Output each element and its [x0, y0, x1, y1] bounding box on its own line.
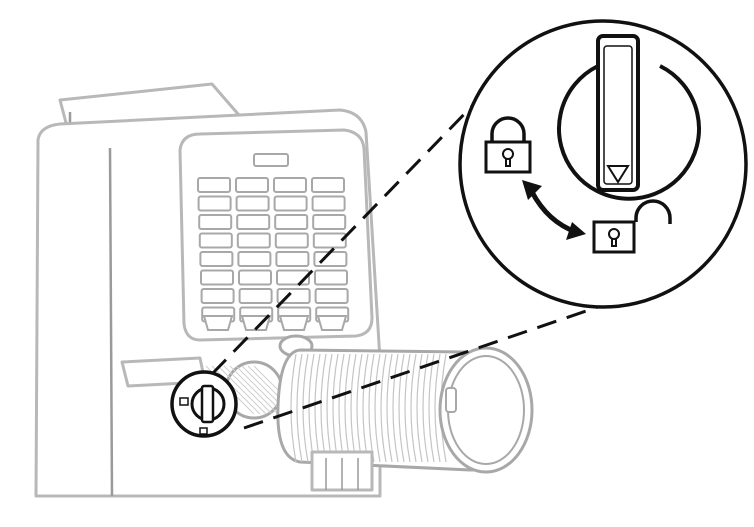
hose-rib [416, 353, 423, 463]
grille-cell [311, 177, 345, 193]
grille-cell [197, 177, 231, 193]
louver [316, 315, 348, 331]
window-lock-knob [170, 370, 238, 438]
grille-cell [311, 195, 346, 212]
hose-rib [398, 353, 405, 463]
hose-latch [445, 387, 457, 413]
callout-line-top [210, 98, 480, 376]
grille-cell [314, 288, 349, 304]
hose-rib [374, 353, 381, 463]
hose-rib [386, 353, 393, 463]
hose-rib [392, 353, 399, 463]
grille-cell [273, 195, 308, 212]
grille-cell [200, 269, 234, 286]
grille-cell [236, 232, 271, 249]
grille-cell [314, 269, 348, 286]
zoom-callout [458, 19, 748, 309]
exhaust-hose [205, 334, 534, 492]
knob-grip [200, 384, 215, 424]
callout-line-bottom [243, 294, 631, 430]
grille-cell [198, 232, 233, 249]
grille-cell [237, 251, 272, 267]
grille-cell [199, 251, 234, 267]
louver [202, 315, 234, 331]
mini-lock-open-icon [199, 427, 208, 435]
grille-cell [238, 288, 273, 304]
grille-cell [238, 269, 272, 286]
lock-open-icon [592, 199, 672, 254]
grille-cell [274, 214, 309, 230]
lock-closed-icon [484, 116, 532, 174]
mini-lock-closed-icon [179, 397, 189, 406]
grille-cell [198, 214, 233, 230]
grille-cell [273, 177, 307, 193]
grille-cell [236, 214, 271, 230]
hose-rib [404, 353, 411, 463]
hose-rib [434, 353, 441, 463]
hose-rib [410, 353, 417, 463]
grille-cell [274, 232, 309, 249]
pointer-triangle-icon [606, 165, 630, 184]
louver [278, 315, 310, 331]
grille-cell [312, 214, 347, 230]
hose-rib [290, 353, 297, 463]
grille-cell [200, 288, 235, 304]
grille-cell [275, 251, 310, 267]
grille-cell [235, 177, 269, 193]
hose-rib [380, 353, 387, 463]
dial-grip [596, 34, 640, 192]
hose-rib [428, 353, 435, 463]
hose-rib [296, 353, 303, 463]
grille-cell [197, 195, 232, 212]
grille-cell [235, 195, 270, 212]
grille-label-slot [253, 153, 289, 167]
rotate-arrow-icon [522, 180, 586, 240]
grille-cell [312, 232, 347, 249]
